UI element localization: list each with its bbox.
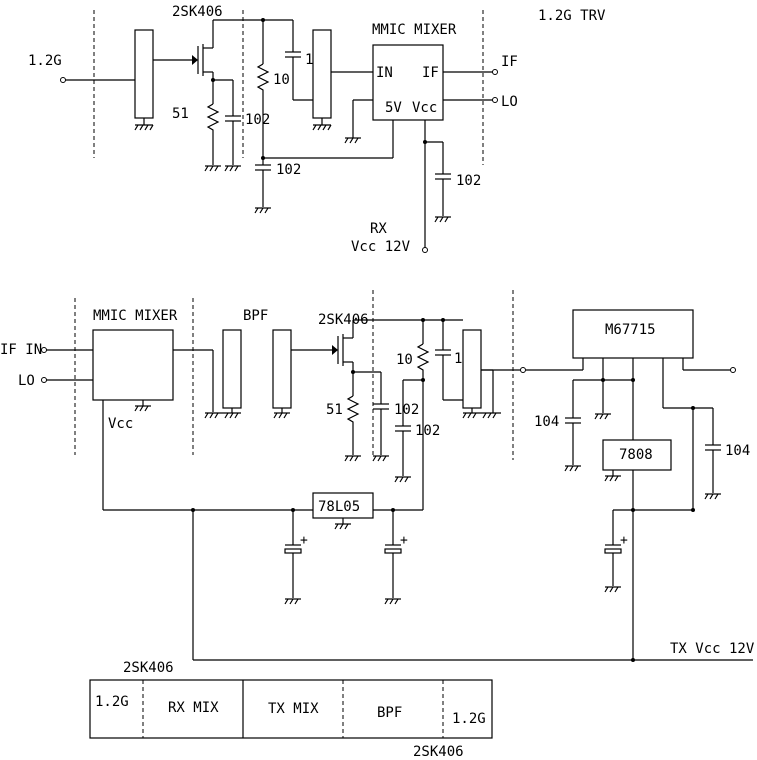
rx-section-title: 1.2G TRV xyxy=(538,8,606,24)
tx-drain-resistor-label: 10 xyxy=(396,352,413,368)
ground-symbol xyxy=(204,165,241,172)
tx-fet-symbol xyxy=(332,320,354,396)
rx-label: RX xyxy=(370,221,387,237)
ground-symbol xyxy=(604,475,621,482)
mixer-vcc-pin: Vcc xyxy=(412,100,437,116)
layout-cell-label: 1.2G xyxy=(452,711,486,727)
ground-symbol xyxy=(564,413,611,472)
ground-symbol xyxy=(462,412,501,419)
tx-mixer-title: MMIC MIXER xyxy=(93,308,178,324)
layout-fet-top-label: 2SK406 xyxy=(123,660,174,676)
bpf-label: BPF xyxy=(243,308,268,324)
bypass-capacitor-label: 102 xyxy=(276,162,301,178)
rx-vcc-terminal xyxy=(422,247,428,253)
if-output-label: IF xyxy=(501,54,518,70)
mixer-in-pin: IN xyxy=(376,65,393,81)
pa-left-capacitor-label: 104 xyxy=(534,414,559,430)
tx-source-resistor-label: 51 xyxy=(326,402,343,418)
electrolytic-capacitor: + xyxy=(384,533,408,554)
mixer-5v-pin: 5V xyxy=(385,100,402,116)
if-terminal xyxy=(492,69,498,75)
ground-symbol xyxy=(254,207,271,214)
svg-text:+: + xyxy=(620,533,628,548)
ground-symbol xyxy=(134,124,154,131)
layout-cell-label: 1.2G xyxy=(95,694,129,710)
tx-lo-label: LO xyxy=(18,373,35,389)
stripline-filter xyxy=(134,29,154,119)
tx-section: MMIC MIXER IF IN LO Vcc BPF 2SK406 xyxy=(0,290,755,662)
ground-symbol xyxy=(334,523,351,530)
svg-text:+: + xyxy=(400,533,408,548)
mixer-title: MMIC MIXER xyxy=(372,22,457,38)
ground-symbol xyxy=(284,598,401,605)
ground-symbol xyxy=(394,476,411,483)
ground-symbol xyxy=(134,405,151,412)
svg-text:+: + xyxy=(300,533,308,548)
ground-symbol xyxy=(604,586,621,593)
ground-symbol xyxy=(434,216,451,223)
lo-input-label: LO xyxy=(501,94,518,110)
tx-stripline xyxy=(462,329,482,409)
tx-bypass-capacitor-label: 102 xyxy=(415,423,440,439)
drain-resistor xyxy=(256,63,270,158)
rx-section: 1.2G TRV 1.2G 2SK406 xyxy=(28,4,606,255)
ground-symbol xyxy=(344,455,389,462)
layout-cell-label: RX MIX xyxy=(168,700,219,716)
source-resistor-label: 51 xyxy=(172,106,189,122)
7808-label: 7808 xyxy=(619,447,653,463)
m67715-label: M67715 xyxy=(605,322,656,338)
mixer-if-pin: IF xyxy=(422,65,439,81)
layout-cell-label: TX MIX xyxy=(268,701,319,717)
fet-symbol xyxy=(192,20,214,104)
7808-regulator xyxy=(602,439,672,471)
pa-right-capacitor-label: 104 xyxy=(725,443,750,459)
layout-cell-label: BPF xyxy=(377,705,402,721)
input-terminal xyxy=(60,77,66,83)
mmic-mixer-box xyxy=(372,44,444,121)
ground-symbol xyxy=(312,124,332,131)
ground-symbol xyxy=(704,493,721,500)
tx-source-resistor xyxy=(346,395,360,455)
drain-resistor-label: 10 xyxy=(273,72,290,88)
vcc-bypass-label: 102 xyxy=(456,173,481,189)
fet-label: 2SK406 xyxy=(172,4,223,20)
tx-drain-resistor xyxy=(416,343,430,510)
source-capacitor-label: 102 xyxy=(245,112,270,128)
if-in-label: IF IN xyxy=(0,342,42,358)
layout-outline xyxy=(89,679,493,739)
electrolytic-capacitor: + xyxy=(604,533,628,554)
m67715-module xyxy=(572,309,694,359)
tx-output-node xyxy=(520,367,526,373)
source-resistor xyxy=(206,103,220,165)
tx-vcc-label: TX Vcc 12V xyxy=(670,641,755,657)
rx-vcc-label: Vcc 12V xyxy=(351,239,411,255)
stripline-filter xyxy=(312,29,332,119)
ground-symbol xyxy=(344,137,361,144)
bpf-resonator xyxy=(222,329,242,409)
tx-mixer-vcc-pin: Vcc xyxy=(108,416,133,432)
tx-lo-terminal xyxy=(41,377,47,383)
board-layout: 2SK406 1.2G RX MIX TX MIX BPF 1.2G 2SK40… xyxy=(89,660,493,760)
electrolytic-capacitor: + xyxy=(284,533,308,554)
if-in-terminal xyxy=(41,347,47,353)
rx-input-label: 1.2G xyxy=(28,53,62,69)
tx-mmic-mixer-box xyxy=(92,329,174,401)
pa-output-terminal xyxy=(730,367,736,373)
tx-source-capacitor-label: 102 xyxy=(394,402,419,418)
78l05-label: 78L05 xyxy=(318,499,360,515)
tx-fet-label: 2SK406 xyxy=(318,312,369,328)
bpf-resonator xyxy=(272,329,292,409)
lo-terminal xyxy=(492,97,498,103)
layout-fet-bottom-label: 2SK406 xyxy=(413,744,464,760)
ground-symbol xyxy=(204,412,290,419)
